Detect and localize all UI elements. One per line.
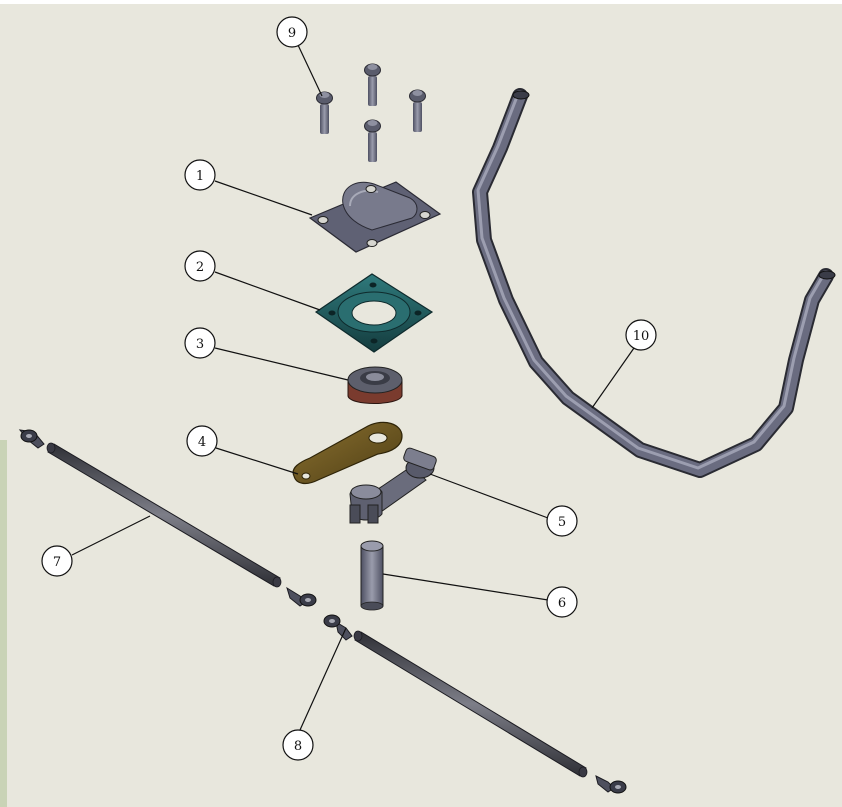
leader-line-5	[429, 473, 549, 519]
balloon-label: 2	[196, 260, 204, 275]
balloon-label: 7	[53, 555, 61, 570]
balloon-3: 3	[184, 327, 216, 359]
balloon-label: 10	[633, 329, 650, 344]
balloon-6: 6	[546, 586, 578, 618]
left-edge-strip	[0, 440, 7, 807]
leader-line-7	[71, 515, 151, 556]
balloon-label: 6	[558, 596, 566, 611]
part-7-tie-rod-lower	[353, 630, 588, 778]
leader-lines	[71, 44, 635, 731]
balloon-1: 1	[184, 159, 216, 191]
balloon-9: 9	[276, 16, 308, 48]
leader-line-6	[382, 573, 549, 601]
part-3-bearing-insert	[347, 366, 403, 404]
balloon-7: 7	[41, 545, 73, 577]
leader-line-8	[299, 627, 347, 731]
part-5-clamp-arm	[349, 447, 437, 524]
rod-end	[595, 775, 627, 794]
balloon-label: 1	[196, 169, 204, 184]
balloon-5: 5	[546, 505, 578, 537]
bolt	[409, 89, 426, 132]
part-9-bolts	[316, 63, 426, 162]
rod-end	[18, 429, 45, 449]
leader-line-3	[214, 347, 349, 381]
part-2-flange-bearing	[314, 273, 434, 353]
balloon-label: 9	[288, 26, 296, 41]
part-6-pin	[360, 540, 384, 611]
part-1-clamp	[308, 181, 442, 253]
balloon-label: 8	[294, 739, 302, 754]
part-8-rod-ends	[18, 429, 627, 794]
balloon-label: 3	[196, 337, 204, 352]
part-4-arm	[292, 421, 403, 485]
bolt	[364, 63, 381, 106]
leader-line-1	[214, 180, 313, 216]
balloon-10: 10	[625, 319, 657, 351]
balloon-label: 5	[558, 515, 566, 530]
rod-end	[286, 586, 317, 607]
balloon-8: 8	[282, 729, 314, 761]
part-10-bent-tube	[472, 88, 836, 478]
balloon-2: 2	[184, 250, 216, 282]
top-edge-strip	[0, 0, 842, 4]
bolt	[316, 91, 333, 134]
part-7-tie-rod-upper	[46, 442, 282, 588]
leader-line-4	[215, 447, 299, 475]
leader-line-10	[591, 347, 635, 409]
balloon-4: 4	[186, 425, 218, 457]
balloon-label: 4	[198, 435, 206, 450]
leader-line-9	[297, 44, 323, 97]
bolt	[364, 119, 381, 162]
leader-line-2	[214, 271, 321, 311]
